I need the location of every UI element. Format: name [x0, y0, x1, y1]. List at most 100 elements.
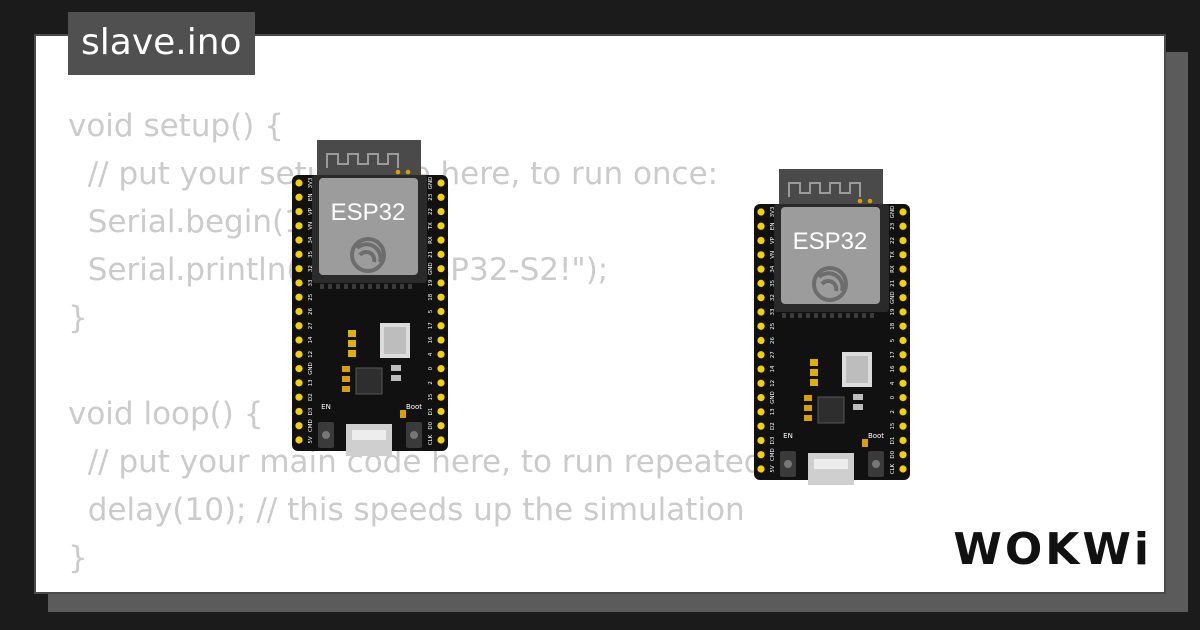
pin-label: CMD [308, 419, 314, 432]
pin[interactable] [437, 436, 445, 444]
pin-label: 27 [770, 351, 776, 358]
pin-label: 22 [428, 208, 434, 215]
pin[interactable] [295, 365, 303, 373]
pin[interactable] [899, 251, 907, 259]
pin[interactable] [757, 365, 765, 373]
pin[interactable] [437, 293, 445, 301]
pin[interactable] [295, 379, 303, 387]
pin[interactable] [757, 422, 765, 430]
pin-label: EN [770, 222, 776, 230]
pin-label: 33 [770, 308, 776, 315]
pin[interactable] [437, 336, 445, 344]
pin[interactable] [437, 393, 445, 401]
pin[interactable] [295, 193, 303, 201]
pin[interactable] [899, 422, 907, 430]
pin[interactable] [899, 236, 907, 245]
pin[interactable] [899, 465, 907, 473]
pin[interactable] [757, 294, 765, 302]
pin[interactable] [899, 436, 907, 445]
pin[interactable] [437, 179, 445, 187]
chip-label: ESP32 [793, 228, 868, 255]
wokwi-logo: WOKWi [953, 524, 1152, 575]
pin[interactable] [757, 308, 765, 316]
pin-label: 12 [308, 351, 314, 358]
pin[interactable] [437, 265, 445, 273]
pin[interactable] [757, 279, 765, 287]
en-label: EN [783, 432, 793, 440]
pin-label: VP [770, 236, 776, 244]
pin[interactable] [437, 193, 445, 201]
pin[interactable] [295, 393, 303, 401]
pin[interactable] [295, 265, 303, 273]
pin[interactable] [757, 322, 765, 330]
pin[interactable] [437, 422, 445, 430]
pin[interactable] [437, 222, 445, 230]
pin-label: 5V [770, 465, 776, 472]
pin[interactable] [899, 265, 907, 273]
pin[interactable] [899, 308, 907, 316]
pin[interactable] [899, 208, 907, 216]
pin[interactable] [899, 336, 907, 345]
pin[interactable] [437, 407, 445, 416]
pin[interactable] [295, 322, 303, 330]
pin-label: D1 [890, 437, 896, 445]
pin[interactable] [757, 351, 765, 359]
pin[interactable] [757, 208, 765, 216]
pin[interactable] [899, 379, 907, 387]
pin[interactable] [757, 265, 765, 273]
pin[interactable] [757, 465, 765, 473]
pin[interactable] [437, 250, 445, 258]
pin[interactable] [899, 294, 907, 302]
pin-label: 23 [428, 193, 434, 200]
pin[interactable] [295, 222, 303, 230]
pin[interactable] [437, 365, 445, 373]
pin[interactable] [899, 322, 907, 330]
pin[interactable] [757, 436, 765, 445]
pin[interactable] [437, 379, 445, 387]
pin[interactable] [899, 365, 907, 373]
pin[interactable] [295, 307, 303, 316]
pin[interactable] [757, 379, 765, 387]
pin[interactable] [757, 451, 765, 459]
pin-label: GND [890, 291, 896, 304]
pin[interactable] [899, 394, 907, 402]
pin-label: D3 [308, 407, 314, 415]
boot-label: Boot [406, 403, 422, 411]
pin[interactable] [295, 336, 303, 344]
pin[interactable] [899, 279, 907, 287]
pin[interactable] [899, 451, 907, 459]
pin[interactable] [295, 179, 303, 187]
pin[interactable] [295, 236, 303, 244]
pin[interactable] [757, 236, 765, 245]
pin[interactable] [757, 251, 765, 259]
pin[interactable] [295, 293, 303, 301]
pin[interactable] [295, 350, 303, 358]
pin[interactable] [757, 336, 765, 345]
pin[interactable] [757, 408, 765, 416]
pin[interactable] [295, 436, 303, 444]
pin[interactable] [437, 236, 445, 244]
pin[interactable] [757, 222, 765, 230]
pin[interactable] [295, 422, 303, 430]
pin-label: 19 [428, 279, 434, 286]
pin[interactable] [437, 307, 445, 316]
pin[interactable] [899, 351, 907, 359]
pin-headers [295, 179, 445, 444]
pin[interactable] [899, 408, 907, 416]
pin[interactable] [437, 279, 445, 287]
pin[interactable] [437, 322, 445, 330]
code-line: void loop() { [68, 396, 264, 432]
pin[interactable] [757, 394, 765, 402]
pin[interactable] [295, 207, 303, 216]
pin-label: 13 [308, 379, 314, 386]
pin[interactable] [437, 350, 445, 358]
pin[interactable] [899, 222, 907, 230]
pin[interactable] [437, 207, 445, 216]
pin[interactable] [295, 250, 303, 258]
pin[interactable] [295, 279, 303, 287]
pin-label: 16 [428, 336, 434, 343]
chip-can [781, 207, 880, 304]
pin[interactable] [295, 407, 303, 416]
